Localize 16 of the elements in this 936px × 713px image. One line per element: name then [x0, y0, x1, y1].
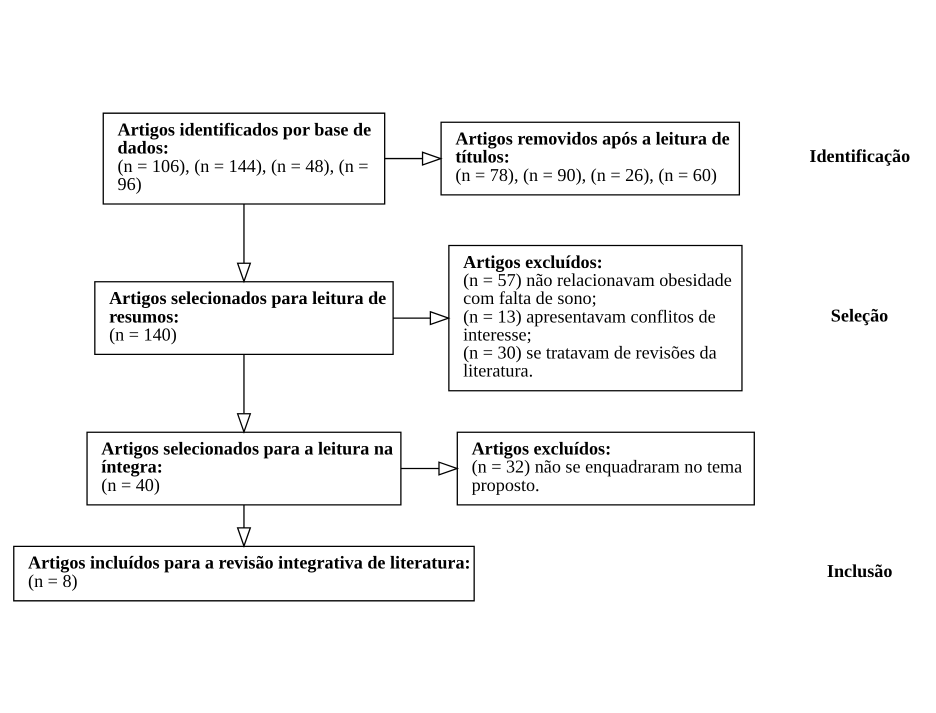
arrow [393, 310, 450, 325]
node-box: Artigos selecionados para leitura de resumos: (n = 140) [94, 280, 394, 355]
arrow [401, 460, 460, 476]
arrow [236, 204, 252, 283]
node-box: Artigos removidos após a leitura de títulos: (n = 78), (n = 90), (n = 26), (n = 60) [440, 121, 740, 196]
arrow [236, 354, 252, 434]
node-box: Artigos identificados por base de dados: (n = 106), (n = 144), (n = 48), (n = 96) [102, 112, 386, 204]
node-box: Artigos incluídos para a revisão integrativa de literatura: (n = 8) [13, 545, 475, 601]
label: Identificação [809, 146, 910, 166]
label: Seleção [830, 305, 888, 326]
arrow [384, 150, 443, 166]
node-box: Artigos excluídos: (n = 57) não relacionavam obesidade com falta de sono; (n = 13) apresentavam conflitos de interesse; (n = 30) se tratavam de revisões da literatura. [448, 244, 743, 391]
label: Inclusão [826, 560, 892, 581]
arrow [236, 504, 252, 548]
node-box: Artigos excluídos: (n = 32) não se enquadraram no tema proposto. [456, 431, 755, 505]
node-box: Artigos selecionados para a leitura na íntegra: (n = 40) [86, 431, 402, 505]
